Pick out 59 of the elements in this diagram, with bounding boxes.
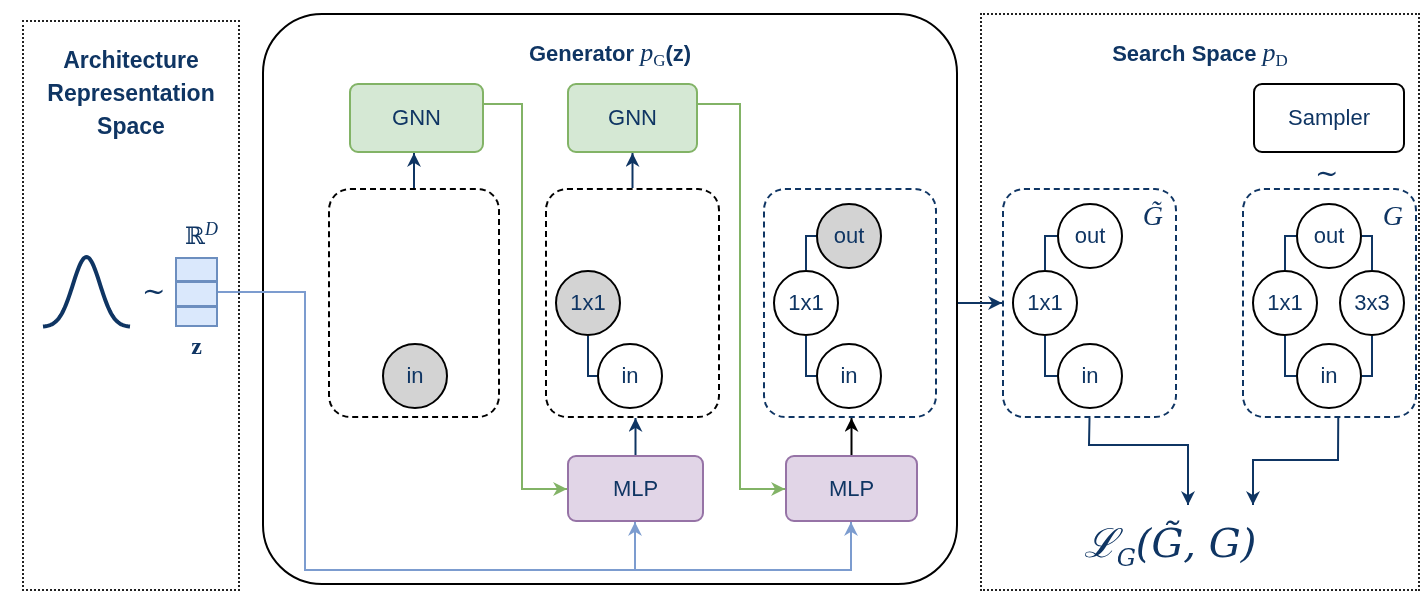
- process-box: [567, 455, 704, 522]
- connector-line: [1284, 235, 1297, 271]
- arrow: [407, 152, 421, 189]
- graph-label: G: [1382, 200, 1403, 232]
- connector-line: [1361, 235, 1373, 271]
- panel-title: Architecture Representation Space: [46, 46, 216, 141]
- process-box: [1253, 83, 1405, 153]
- connector-line: [805, 335, 817, 377]
- node-label: 1x1: [570, 290, 606, 316]
- dashed-box: [328, 188, 500, 418]
- rounded-panel: [262, 13, 958, 585]
- arrow: [483, 103, 568, 496]
- node-label: in: [621, 363, 639, 389]
- arrow: [1088, 417, 1195, 506]
- space-label: ℝ$^{D}$: [184, 219, 219, 250]
- connector-line: [587, 335, 598, 377]
- vector-label: z: [190, 333, 203, 360]
- dotted-panel: [980, 13, 1420, 591]
- dashed-box: [1242, 188, 1417, 418]
- arrow: [625, 152, 640, 189]
- node-label: MLP: [828, 475, 875, 502]
- node-label: in: [840, 363, 858, 389]
- arrow: [697, 103, 786, 496]
- arrow: [957, 296, 1003, 310]
- node-label: 1x1: [1267, 290, 1303, 316]
- node-label: MLP: [612, 475, 659, 502]
- node-label: out: [833, 223, 865, 249]
- tilde-symbol: ~: [142, 278, 166, 306]
- graph-label: G̃: [1142, 200, 1163, 232]
- dashed-box: [763, 188, 937, 418]
- connector-line: [1044, 335, 1058, 377]
- connector-line: [1044, 235, 1058, 271]
- node-label: Sampler: [1288, 105, 1370, 131]
- node-label: in: [1081, 363, 1099, 389]
- dashed-box: [545, 188, 720, 418]
- arrow: [1246, 417, 1340, 506]
- node-label: out: [1074, 223, 1106, 249]
- dashed-box: [1002, 188, 1177, 418]
- node-label: out: [1313, 223, 1345, 249]
- connector-line: [1284, 335, 1297, 377]
- connector-line: [1361, 335, 1373, 377]
- arrow: [844, 417, 859, 456]
- node-label: 1x1: [788, 290, 824, 316]
- process-box: [349, 83, 484, 153]
- panel-title: Search Space p$_{D}$: [1111, 37, 1289, 73]
- node-label: in: [406, 363, 424, 389]
- tilde-symbol: ~: [1315, 160, 1339, 188]
- process-box: [785, 455, 918, 522]
- dotted-panel: [22, 20, 240, 591]
- node-label: 1x1: [1027, 290, 1063, 316]
- process-box: [567, 83, 698, 153]
- node-label: in: [1320, 363, 1338, 389]
- panel-title: Generator p$_{G}$(z): [527, 37, 693, 73]
- node-label: 3x3: [1354, 290, 1390, 316]
- node-label: GNN: [392, 105, 441, 131]
- connector-line: [805, 235, 817, 271]
- arrow: [628, 417, 643, 456]
- loss-formula: ℒ$_{G}$(G̃, G): [1083, 518, 1257, 572]
- node-label: GNN: [608, 105, 657, 131]
